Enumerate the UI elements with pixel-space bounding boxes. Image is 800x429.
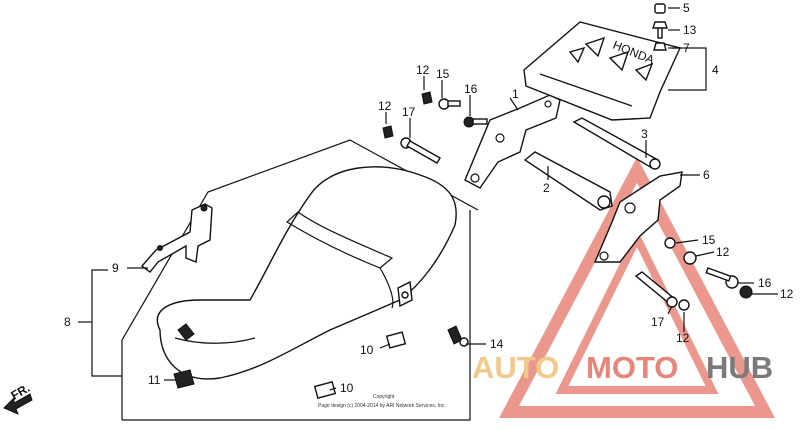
part-17-long-bolt-a <box>400 137 441 164</box>
callout-17-a: 17 <box>402 105 416 119</box>
callout-7: 7 <box>683 41 690 55</box>
part-6-rear-bracket <box>593 171 683 263</box>
seat-body <box>156 166 457 380</box>
part-5-cap <box>654 3 666 14</box>
copyright-line-1: Copyright <box>373 394 395 400</box>
callout-15-b: 15 <box>702 233 716 247</box>
callout-12-c: 12 <box>716 245 730 259</box>
watermark-text-hub: HUB <box>706 350 773 385</box>
callout-2: 2 <box>543 181 550 195</box>
watermark-text-moto: MOTO <box>586 350 678 385</box>
part-7-nut <box>653 42 667 51</box>
callout-12-a: 12 <box>416 63 430 77</box>
callout-11: 11 <box>148 373 161 387</box>
callout-3: 3 <box>641 127 648 141</box>
callout-4: 4 <box>712 63 719 77</box>
callout-10-b: 10 <box>340 381 354 395</box>
callout-10-a: 10 <box>360 343 374 357</box>
part-17-long-bolt-b <box>634 271 678 308</box>
watermark-logo-triangle <box>499 157 775 418</box>
callout-5: 5 <box>683 1 690 15</box>
part-2-stay-arm <box>523 151 613 211</box>
part-9-hook-bracket <box>140 203 213 273</box>
part-14-screw <box>447 325 469 347</box>
watermark-text: AUTO MOTO HUB <box>472 350 773 385</box>
callout-14: 14 <box>490 337 504 351</box>
callout-17-b: 17 <box>651 315 665 329</box>
part-3-collar-rod <box>572 117 661 170</box>
callout-16-a: 16 <box>464 82 478 96</box>
leader-lines <box>78 7 778 391</box>
part-15-washer-a <box>438 98 461 110</box>
watermark-text-auto: AUTO <box>472 350 559 385</box>
seat-frame-outline <box>121 139 479 421</box>
callout-9: 9 <box>112 261 119 275</box>
part-12-nut-e <box>678 299 690 311</box>
callout-12-e: 12 <box>676 331 690 345</box>
callout-6: 6 <box>703 168 710 182</box>
callout-8: 8 <box>64 315 71 329</box>
part-1-seat-bracket <box>464 94 561 189</box>
callout-12-b: 12 <box>378 99 392 113</box>
part-15-washer-b <box>664 237 676 249</box>
callout-12-d: 12 <box>780 287 794 301</box>
part-13-bolt <box>652 21 668 39</box>
front-direction-arrow <box>3 393 33 415</box>
part-10-clip-a <box>385 331 407 349</box>
callout-15-a: 15 <box>436 67 450 81</box>
part-12-nut-d <box>739 285 753 299</box>
part-16-bolt-a <box>463 116 488 128</box>
copyright-line-2: Page design (c) 2004-2014 by ARI Network… <box>318 403 446 409</box>
part-4-carrier-rack: HONDA <box>523 21 681 121</box>
callout-13: 13 <box>683 23 697 37</box>
part-12-nut-c <box>683 251 697 265</box>
part-16-bolt-b <box>705 267 739 289</box>
part-11-grommet <box>173 369 195 389</box>
part-12-nut-a <box>421 91 433 105</box>
callout-16-b: 16 <box>758 276 772 290</box>
callout-1: 1 <box>512 87 519 101</box>
part-10-clip-b <box>313 381 337 399</box>
part-12-nut-b <box>382 125 394 139</box>
